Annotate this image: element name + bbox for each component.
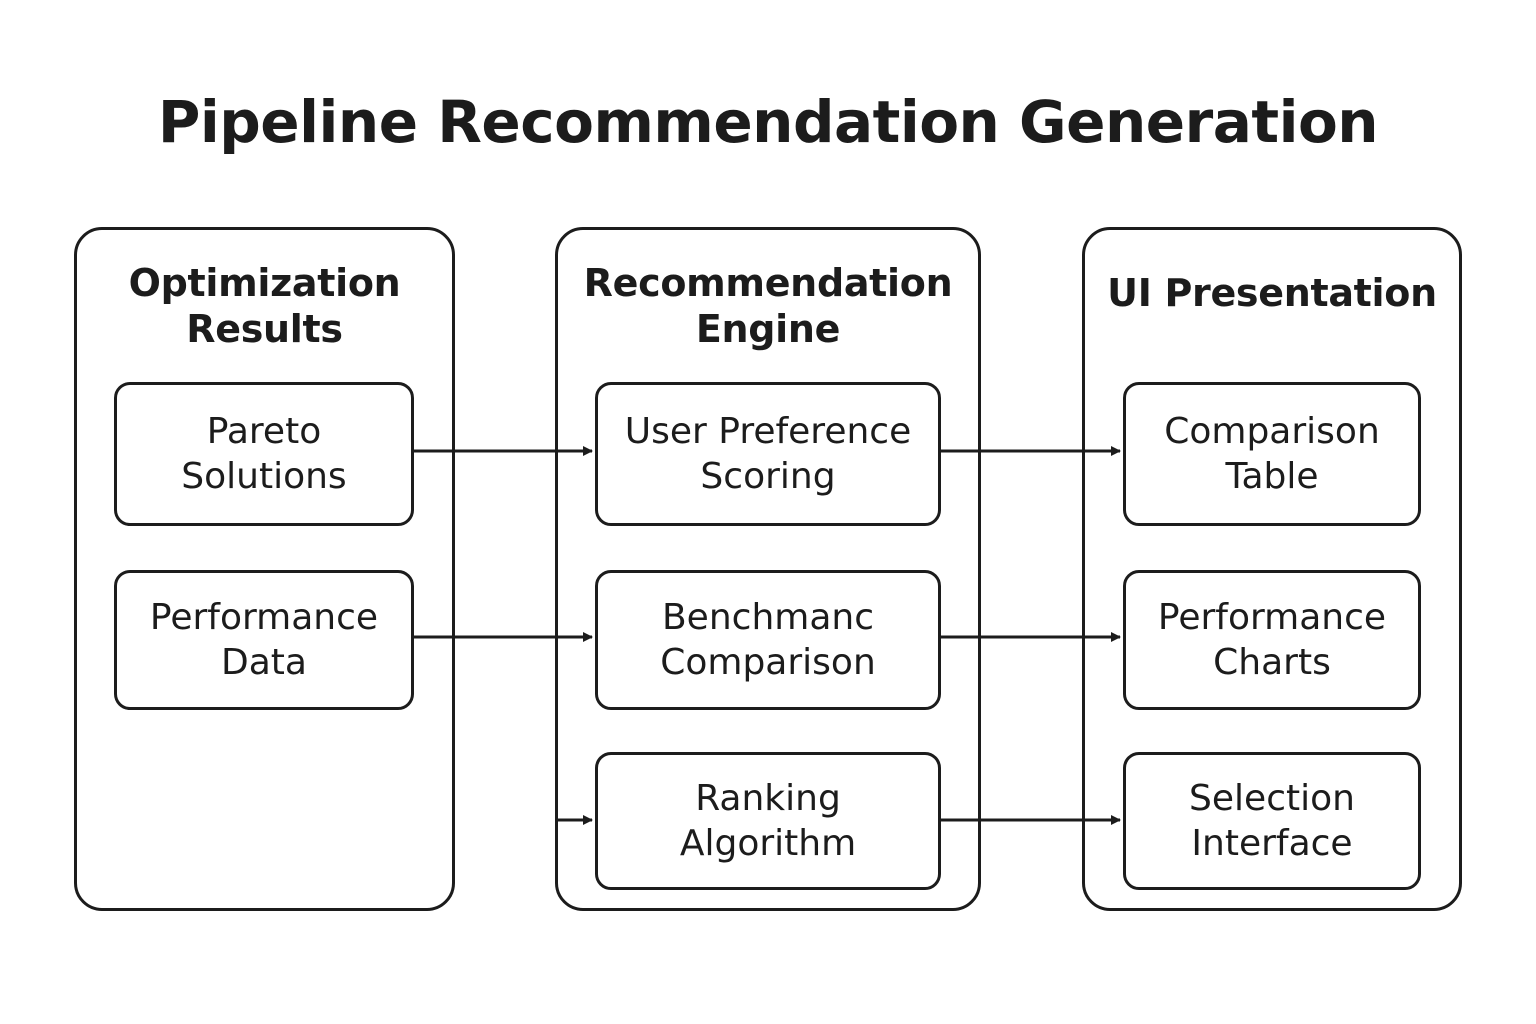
node-pareto-solutions: Pareto Solutions <box>114 382 414 526</box>
node-label: User Preference Scoring <box>624 411 912 497</box>
node-user-preference-scoring: User Preference Scoring <box>595 382 941 526</box>
node-label: Performance Charts <box>1157 597 1387 683</box>
node-performance-data: Performance Data <box>114 570 414 710</box>
diagram-title: Pipeline Recommendation Generation <box>157 88 1379 156</box>
node-label: Benchmanc Comparison <box>660 597 876 683</box>
panel-title-optimization-results: Optimization Results <box>128 261 401 351</box>
panel-title-recommendation-engine: Recommendation Engine <box>583 261 953 351</box>
node-performance-charts: Performance Charts <box>1123 570 1421 710</box>
panel-title-ui-presentation: UI Presentation <box>1107 271 1437 315</box>
node-label: Comparison Table <box>1164 411 1380 497</box>
node-selection-interface: Selection Interface <box>1123 752 1421 890</box>
node-comparison-table: Comparison Table <box>1123 382 1421 526</box>
node-label: Performance Data <box>149 597 379 683</box>
node-ranking-algorithm: Ranking Algorithm <box>595 752 941 890</box>
node-label: Ranking Algorithm <box>679 778 857 864</box>
node-label: Pareto Solutions <box>181 411 347 497</box>
panel-optimization-results: Optimization Results <box>74 227 455 911</box>
node-label: Selection Interface <box>1189 778 1355 864</box>
node-benchmanc-comparison: Benchmanc Comparison <box>595 570 941 710</box>
